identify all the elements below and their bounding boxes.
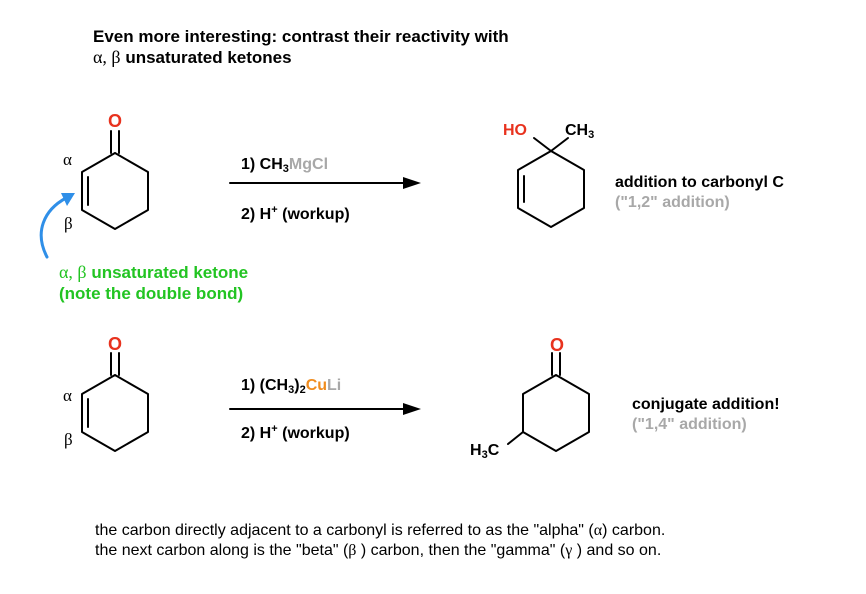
title-line-2-text: unsaturated ketones <box>120 48 292 67</box>
footer-l1-greek: α <box>593 522 603 539</box>
note-line-2: (note the double bond) <box>59 284 244 303</box>
footer-l2-greek: β <box>348 542 357 559</box>
r2-step-2-prefix: 2) H <box>241 425 272 442</box>
oxygen-label-1: O <box>108 111 123 131</box>
beta-label-2: β <box>64 430 73 449</box>
note-greek: α, β <box>59 262 87 282</box>
oxygen-label-3: O <box>550 335 565 355</box>
cyclohexenone-structure-1 <box>81 130 149 230</box>
unsaturated-ketone-note: α, β unsaturated ketone (note the double… <box>59 262 248 304</box>
footer-l1-a: the carbon directly adjacent to a carbon… <box>95 522 594 539</box>
step-2-suffix: (workup) <box>277 206 350 223</box>
r2-step-2-sup: + <box>271 423 278 435</box>
pointer-arrow <box>39 196 68 259</box>
result-2-sub: ("1,4" addition) <box>632 416 747 433</box>
r2-step-1-sub2: 2 <box>299 384 306 396</box>
title-line-1: Even more interesting: contrast their re… <box>93 27 509 46</box>
h3c-label-c: C <box>487 442 500 459</box>
r2-step-1-li: Li <box>327 377 342 394</box>
title-greek: α, β <box>93 47 121 67</box>
pointer-arrowhead <box>61 193 75 206</box>
r2-step-1-prefix: 1) (CH <box>241 377 289 394</box>
footer-l2-greek2: γ <box>565 542 573 559</box>
footer-line-1: the carbon directly adjacent to a carbon… <box>95 521 665 540</box>
ho-label: HO <box>503 122 527 139</box>
step-1-subscript: 3 <box>282 163 289 175</box>
oxygen-label-2: O <box>108 334 123 354</box>
result-2: conjugate addition! ("1,4" addition) <box>632 395 780 435</box>
reaction-1-step-2: 2) H+ (workup) <box>241 204 350 224</box>
reaction-2-step-1: 1) (CH3)2CuLi <box>241 377 342 396</box>
methylcyclohexanone-structure <box>507 352 590 452</box>
result-1-main: addition to carbonyl C <box>615 174 784 191</box>
h3c-label-h: H <box>470 442 482 459</box>
step-1-reagent-mgcl: MgCl <box>288 156 329 173</box>
r2-step-1-mid: ) <box>294 377 300 394</box>
ch3-label-1-sub: 3 <box>588 129 595 141</box>
alpha-label-2: α <box>63 386 72 405</box>
page-title: Even more interesting: contrast their re… <box>93 26 509 68</box>
cyclohexenol-structure <box>517 137 585 228</box>
cyclohexenone-structure-2 <box>81 352 149 452</box>
result-1: addition to carbonyl C ("1,2" addition) <box>615 173 784 213</box>
arrowhead-1 <box>403 177 421 189</box>
r2-step-1-sub: 3 <box>288 384 295 396</box>
alpha-label-1: α <box>63 150 72 169</box>
step-1-prefix: 1) CH <box>241 156 283 173</box>
reaction-2-step-2: 2) H+ (workup) <box>241 423 350 443</box>
ch3-label-1-ch: CH <box>565 122 589 139</box>
result-1-sub: ("1,2" addition) <box>615 194 730 211</box>
title-line-2: α, β unsaturated ketones <box>93 47 509 68</box>
h3c-label: H3C <box>470 442 500 461</box>
note-line-1: α, β unsaturated ketone <box>59 262 248 283</box>
note-line-1-text: unsaturated ketone <box>86 263 249 282</box>
arrowhead-2 <box>403 403 421 415</box>
step-2-prefix: 2) H <box>241 206 272 223</box>
h3c-label-sub: 3 <box>481 449 488 461</box>
step-2-superscript: + <box>271 204 278 216</box>
footer-line-2: the next carbon along is the "beta" (β )… <box>95 541 661 560</box>
footer-l2-c: ) and so on. <box>572 542 662 559</box>
footer-l2-b: ) carbon, then the "gamma" ( <box>356 542 566 559</box>
footer-l2-a: the next carbon along is the "beta" ( <box>95 542 349 559</box>
ch3-label-1: CH3 <box>565 122 595 141</box>
r2-step-2-suffix: (workup) <box>277 425 350 442</box>
reaction-1-step-1: 1) CH3MgCl <box>241 156 329 175</box>
beta-label-1: β <box>64 214 73 233</box>
result-2-main: conjugate addition! <box>632 396 780 413</box>
r2-step-1-cu: Cu <box>305 377 328 394</box>
footer-l1-b: ) carbon. <box>602 522 666 539</box>
